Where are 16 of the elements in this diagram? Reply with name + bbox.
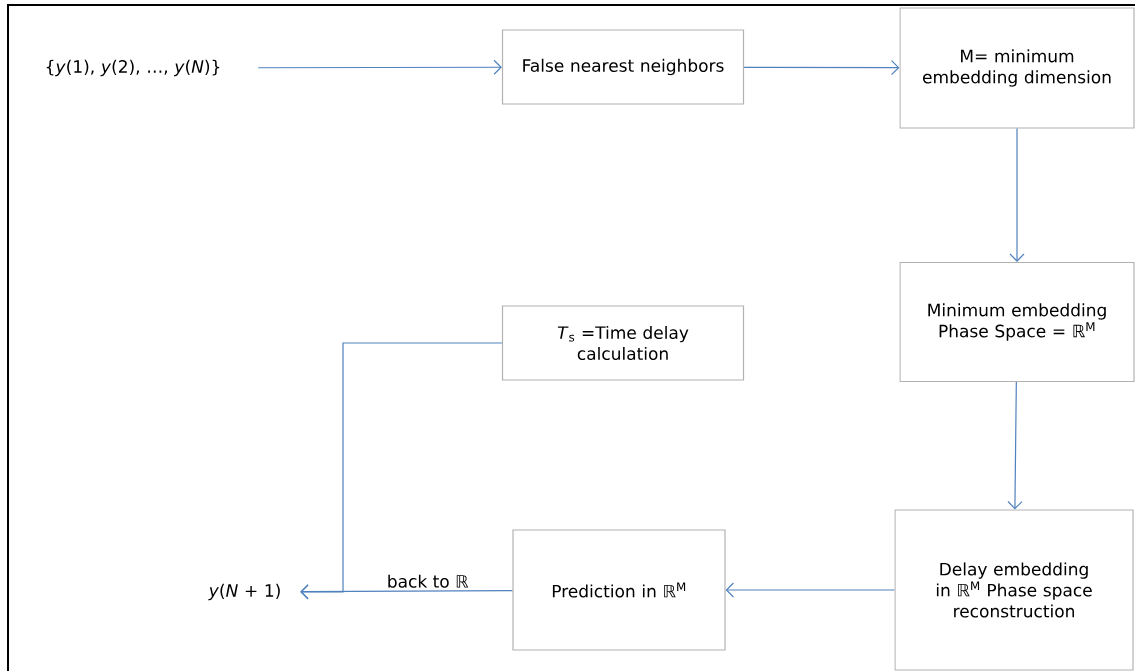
math-text: {y(1), y(2), …, y(N)} xyxy=(46,59,220,77)
arrow xyxy=(300,584,513,600)
arrow xyxy=(725,582,895,598)
arrow xyxy=(743,60,900,76)
process-box: Minimum embedding Phase Space = ℝ$^{M}$ xyxy=(899,261,1135,383)
edge-label: back to ℝ xyxy=(388,574,469,588)
arrow xyxy=(300,342,503,600)
process-box: False nearest neighbors xyxy=(501,29,745,105)
process-box: Prediction in ℝ$^{M}$ xyxy=(512,529,726,651)
arrow xyxy=(1007,381,1023,510)
process-box: Delay embedding in ℝ$^{M}$ Phase space reconstruction xyxy=(894,509,1134,671)
process-box: T$_{s}$ =Time delay calculation xyxy=(501,305,745,381)
process-box: M= minimum embedding dimension xyxy=(899,7,1135,129)
arrow xyxy=(257,59,502,75)
arrow xyxy=(1009,128,1025,262)
math-text: y(N + 1) xyxy=(208,583,280,601)
